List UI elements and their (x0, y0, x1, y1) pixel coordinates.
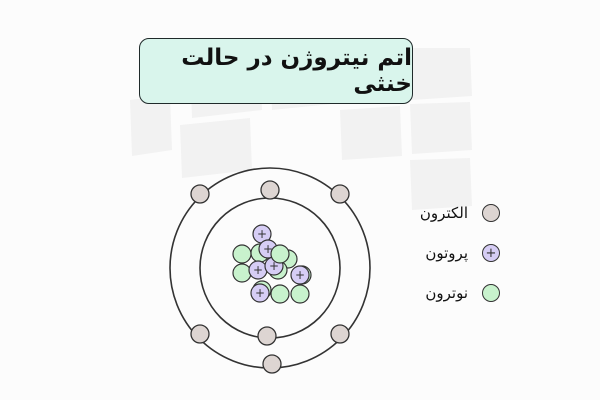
neutron-icon (482, 284, 500, 302)
proton-plus-symbol: + (269, 259, 279, 273)
proton-plus-symbol: + (257, 227, 267, 241)
electron (190, 184, 210, 204)
electron (257, 326, 277, 346)
diagram-title: اتم نیتروژن در حالت خنثی (181, 45, 412, 97)
neutron (290, 284, 310, 304)
proton: + (290, 265, 310, 285)
electron (260, 180, 280, 200)
electron-icon (482, 204, 500, 222)
neutron (232, 263, 252, 283)
legend-item-electron: الکترون (380, 198, 500, 228)
electron (330, 184, 350, 204)
proton: + (250, 283, 270, 303)
legend-label-proton: پروتون (425, 244, 468, 262)
legend-label-electron: الکترون (419, 204, 468, 222)
proton-plus-symbol: + (295, 268, 305, 282)
electron (262, 354, 282, 374)
proton-icon: + (482, 244, 500, 262)
electron (190, 324, 210, 344)
proton-plus-symbol: + (485, 245, 497, 261)
legend-label-neutron: نوترون (425, 284, 468, 302)
legend-item-neutron: نوترون (380, 278, 500, 308)
neutron (232, 244, 252, 264)
proton-plus-symbol: + (255, 286, 265, 300)
title-box: اتم نیتروژن در حالت خنثی (139, 38, 413, 104)
electrons (190, 180, 350, 374)
proton-plus-symbol: + (263, 242, 273, 256)
neutron (270, 244, 290, 264)
nucleus: ++++++ (232, 224, 312, 304)
legend-item-proton: پروتون + (380, 238, 500, 268)
proton: + (248, 260, 268, 280)
neutron (270, 284, 290, 304)
electron (330, 324, 350, 344)
proton-plus-symbol: + (253, 263, 263, 277)
